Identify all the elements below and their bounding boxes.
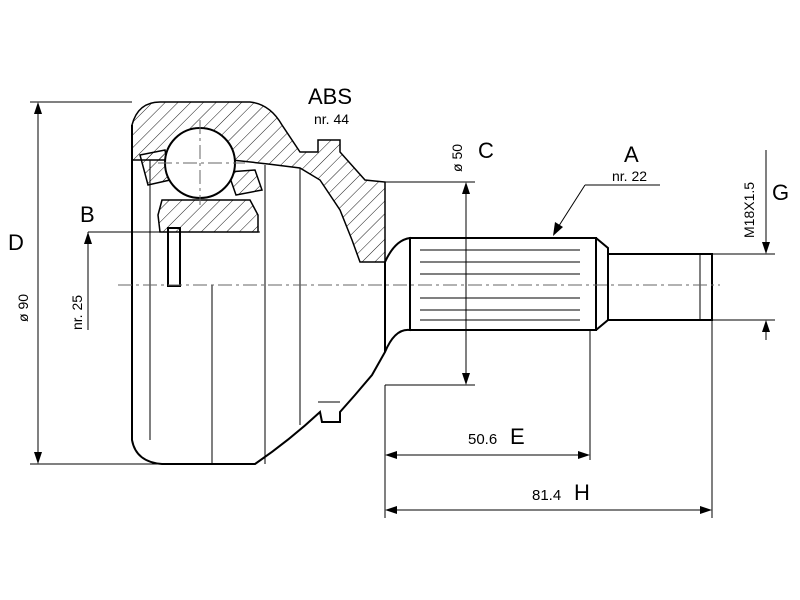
stub-shaft (384, 236, 713, 353)
label-d-value: ø 90 (15, 294, 31, 322)
label-g: G (772, 180, 789, 205)
label-g-value: M18X1.5 (741, 182, 757, 238)
threaded-stub (607, 253, 713, 321)
label-e-value: 50.6 (468, 431, 497, 448)
dimension-g (712, 150, 775, 340)
label-d: D (8, 230, 24, 255)
label-b-nr: nr. 25 (69, 295, 85, 330)
shaft-neck (384, 236, 411, 353)
label-a-nr: nr. 22 (612, 168, 647, 184)
dimension-c (385, 181, 475, 386)
label-h-value: 81.4 (532, 487, 561, 504)
spline-section (409, 237, 597, 331)
label-c: C (478, 138, 494, 163)
label-abs: ABS (308, 84, 352, 109)
inner-spline-left (167, 227, 181, 287)
joint-ball (158, 120, 245, 205)
leader-a (553, 184, 660, 236)
label-e: E (510, 424, 525, 449)
label-abs-nr: nr. 44 (314, 111, 349, 127)
label-a: A (624, 142, 639, 167)
housing-outline (131, 125, 386, 465)
label-h: H (574, 480, 590, 505)
label-b: B (80, 202, 95, 227)
dimension-h (385, 320, 713, 518)
dimension-d (30, 101, 160, 465)
label-c-value: ø 50 (449, 144, 465, 172)
shaft-shoulder (595, 237, 609, 331)
cage-hatch-right (226, 169, 263, 196)
dimension-e (384, 330, 591, 518)
dimension-b (84, 231, 160, 330)
